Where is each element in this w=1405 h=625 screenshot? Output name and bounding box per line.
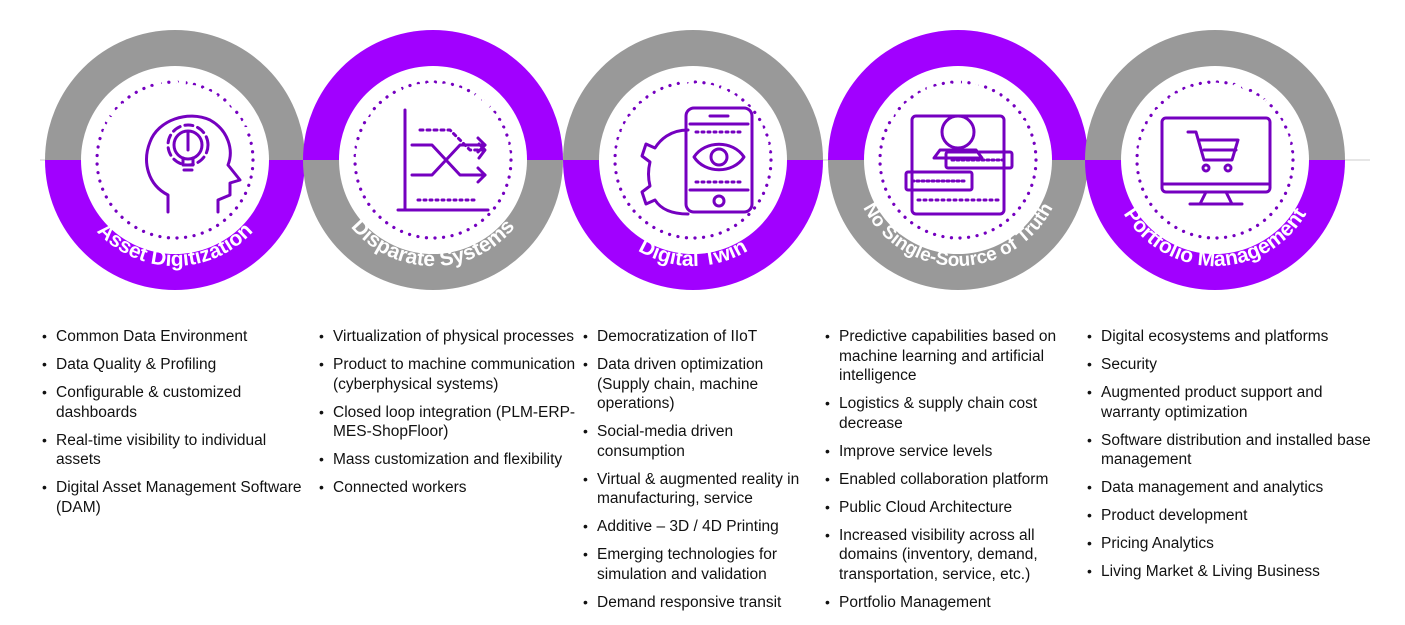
bullet-item: Pricing Analytics [1087,534,1377,554]
bullet-item: Data Quality & Profiling [42,355,304,375]
bullet-item: Virtualization of physical processes [319,327,577,347]
bullet-item: Increased visibility across all domains … [825,526,1087,585]
ring-digital-twin [563,30,823,290]
bullet-item: Improve service levels [825,442,1087,462]
bullet-item: Living Market & Living Business [1087,562,1377,582]
bullet-item: Software distribution and installed base… [1087,431,1377,470]
bullet-item: Enabled collaboration platform [825,470,1087,490]
bullet-item: Additive – 3D / 4D Printing [583,517,813,537]
bullet-item: Digital Asset Management Software (DAM) [42,478,304,517]
bullet-item: Virtual & augmented reality in manufactu… [583,470,813,509]
bullet-item: Digital ecosystems and platforms [1087,327,1377,347]
bullet-item: Mass customization and flexibility [319,450,577,470]
bullet-item: Configurable & customized dashboards [42,383,304,422]
bullet-item: Democratization of IIoT [583,327,813,347]
monitor-cart-icon [1160,116,1272,206]
bullet-item: Augmented product support and warranty o… [1087,383,1377,422]
bullets-portfolio: Digital ecosystems and platforms Securit… [1087,327,1377,590]
bullet-item: Emerging technologies for simulation and… [583,545,813,584]
bullet-item: Connected workers [319,478,577,498]
bullet-item: Product development [1087,506,1377,526]
bullet-item: Social-media driven consumption [583,422,813,461]
bullet-item: Security [1087,355,1377,375]
head-gear-lightbulb-icon [145,114,242,214]
crossing-arrows-chart-icon [396,108,490,212]
bullet-item: Data driven optimization (Supply chain, … [583,355,813,414]
bullet-item: Data management and analytics [1087,478,1377,498]
bullets-control-tower: Predictive capabilities based on machine… [825,327,1087,621]
bullets-data-exchange: Virtualization of physical processes Pro… [319,327,577,506]
bullet-item: Logistics & supply chain cost decrease [825,394,1087,433]
ring-portfolio [1085,30,1345,290]
bullet-item: Closed loop integration (PLM-ERP-MES-Sho… [319,403,577,442]
ring-data-exchange [303,30,563,290]
bullet-item: Real-time visibility to individual asset… [42,431,304,470]
bullet-item: Common Data Environment [42,327,304,347]
phone-eye-gear-icon [640,106,754,216]
person-id-cards-icon [904,114,1014,216]
bullets-asset-digitization: Common Data Environment Data Quality & P… [42,327,304,526]
bullet-item: Product to machine communication (cyberp… [319,355,577,394]
bullet-item: Public Cloud Architecture [825,498,1087,518]
bullets-digital-twin: Democratization of IIoT Data driven opti… [583,327,813,621]
bullet-item: Portfolio Management [825,593,1087,613]
bullet-item: Demand responsive transit [583,593,813,613]
bullet-item: Predictive capabilities based on machine… [825,327,1087,386]
